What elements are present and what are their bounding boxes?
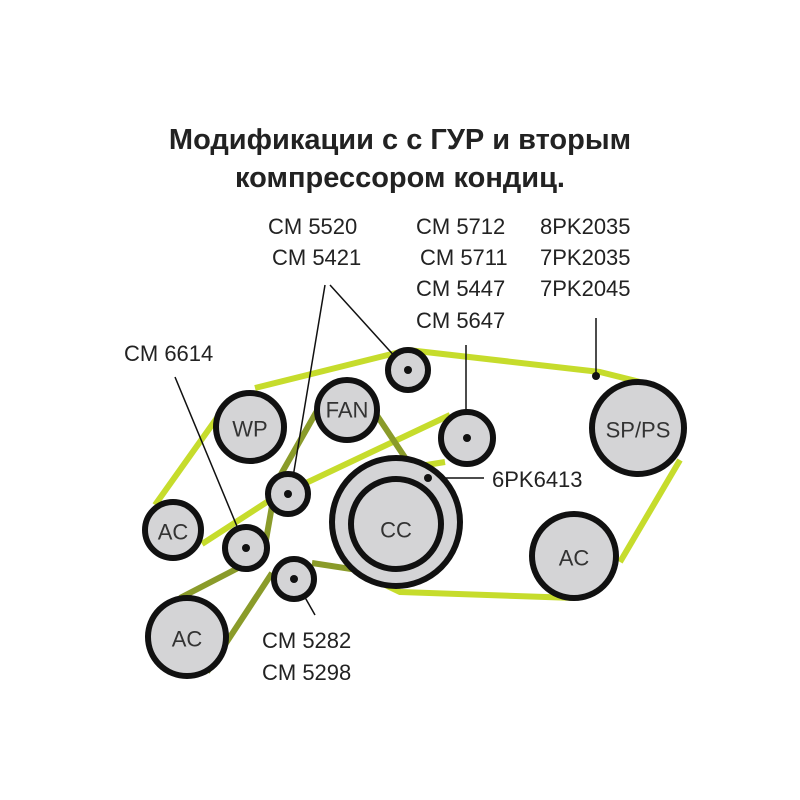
label-cm5282: CM 5282 <box>262 628 352 653</box>
pulley-label-wp: WP <box>232 417 267 442</box>
pulley-fan <box>314 377 380 443</box>
label-cm5421: CM 5421 <box>272 245 362 270</box>
label-7pk2035: 7PK2035 <box>540 245 631 270</box>
belt-marker-dot <box>592 372 600 380</box>
pulley-label-fan: FAN <box>326 398 369 423</box>
label-cm5647: CM 5647 <box>416 308 506 333</box>
belt-marker-dot <box>424 474 432 482</box>
pulley-label-sp-ps: SP/PS <box>606 418 671 443</box>
idler-center-dot <box>290 575 298 583</box>
pulley-sp-ps <box>589 379 687 477</box>
label-7pk2045: 7PK2045 <box>540 276 631 301</box>
label-cm5520: CM 5520 <box>268 214 358 239</box>
label-cm6614: CM 6614 <box>124 341 214 366</box>
idler-center-dot <box>242 544 250 552</box>
pulley-label-cc: CC <box>380 518 412 543</box>
idler-center-dot <box>284 490 292 498</box>
pulley-ac-left <box>142 499 204 561</box>
idler-center-dot <box>404 366 412 374</box>
pulley-label-ac-bottom: AC <box>172 627 203 652</box>
label-8pk2035: 8PK2035 <box>540 214 631 239</box>
pulley-ac-bottom <box>145 595 229 679</box>
idler-center-dot <box>463 434 471 442</box>
label-cm5712: CM 5712 <box>416 214 506 239</box>
label-cm5447: CM 5447 <box>416 276 506 301</box>
title-line-1: Модификации с с ГУР и вторым <box>168 124 632 156</box>
label-cm5711: CM 5711 <box>420 245 508 270</box>
title-line-2: компрессором кондиц. <box>235 162 565 194</box>
pulley-wp <box>213 390 287 464</box>
pulley-cc-inner <box>348 476 444 572</box>
label-6pk6413: 6PK6413 <box>492 467 583 492</box>
label-cm5298: CM 5298 <box>262 660 352 685</box>
pulley-label-ac-left: AC <box>158 520 189 545</box>
pulley-ac-right <box>529 511 619 601</box>
pulley-label-ac-right: AC <box>559 546 590 571</box>
